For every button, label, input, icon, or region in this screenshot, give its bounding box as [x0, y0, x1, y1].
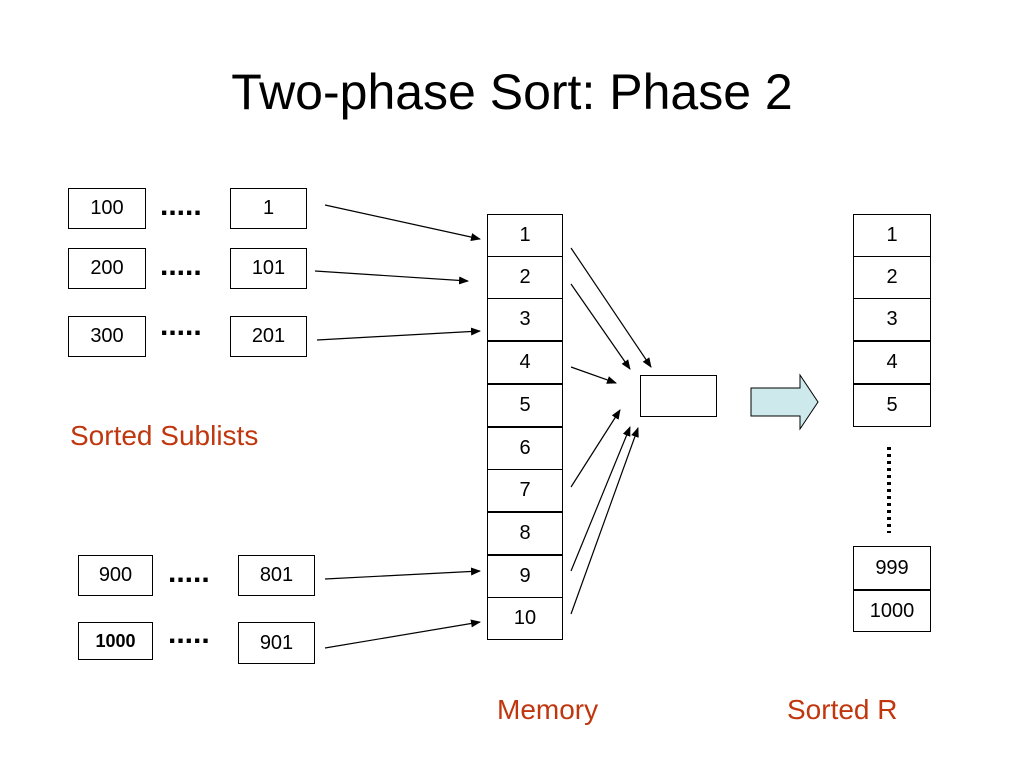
memory-cell-5: 5 [487, 384, 563, 427]
sublist-3-first: 300 [68, 316, 146, 357]
arrow-sublist-3-to-memory [316, 327, 481, 341]
arrow-sublist-1-to-memory [324, 204, 481, 241]
sublist-2-first: 200 [68, 248, 146, 289]
memory-cell-6: 6 [487, 427, 563, 470]
arrow-memory-10-to-buffer [570, 427, 639, 615]
arrow-sublist-5-to-memory [324, 619, 481, 649]
sublist-5-last: 901 [238, 622, 315, 664]
arrow-memory-9-to-buffer [570, 426, 631, 572]
sublist-2-last: 101 [230, 248, 307, 289]
sublist-2-dots: ..... [160, 249, 202, 282]
sublist-5-first: 1000 [78, 622, 153, 660]
sublist-3-last: 201 [230, 316, 307, 357]
memory-label: Memory [497, 694, 599, 725]
memory-cell-4: 4 [487, 341, 563, 384]
sorted-sublists-label: Sorted Sublists [70, 420, 259, 451]
sorted-r-cell-5: 5 [853, 384, 931, 427]
memory-cell-9: 9 [487, 555, 563, 598]
sublist-1-first: 100 [68, 188, 146, 229]
sorted-r-cell-999: 999 [853, 546, 931, 590]
arrow-memory-7-to-buffer [570, 409, 621, 488]
sorted-r-cell-4: 4 [853, 341, 931, 384]
sublist-4-first: 900 [78, 555, 153, 596]
memory-cell-3: 3 [487, 298, 563, 341]
arrow-memory-2-to-buffer [570, 283, 631, 370]
sublist-4-last: 801 [238, 555, 315, 596]
memory-cell-10: 10 [487, 597, 563, 640]
arrow-sublist-4-to-memory [324, 567, 481, 580]
arrow-sublist-2-to-memory [314, 270, 469, 285]
memory-cell-7: 7 [487, 469, 563, 512]
sublist-3-dots: ..... [160, 309, 202, 342]
output-buffer [640, 375, 717, 417]
sorted-r-cell-3: 3 [853, 298, 931, 341]
sublist-1-dots: ..... [160, 189, 202, 222]
sorted-r-label: Sorted R [787, 694, 898, 725]
arrow-memory-4-to-buffer [570, 366, 617, 384]
arrow-memory-1-to-buffer [570, 247, 652, 368]
sublist-5-dots: ..... [168, 617, 210, 650]
page-title: Two-phase Sort: Phase 2 [231, 64, 793, 120]
block-arrow-to-sorted-r [750, 373, 819, 431]
sublist-4-dots: ..... [168, 556, 210, 589]
sublist-1-last: 1 [230, 188, 307, 229]
sorted-r-cell-1: 1 [853, 214, 931, 257]
memory-cell-8: 8 [487, 512, 563, 555]
sorted-r-cell-1000: 1000 [853, 590, 931, 632]
